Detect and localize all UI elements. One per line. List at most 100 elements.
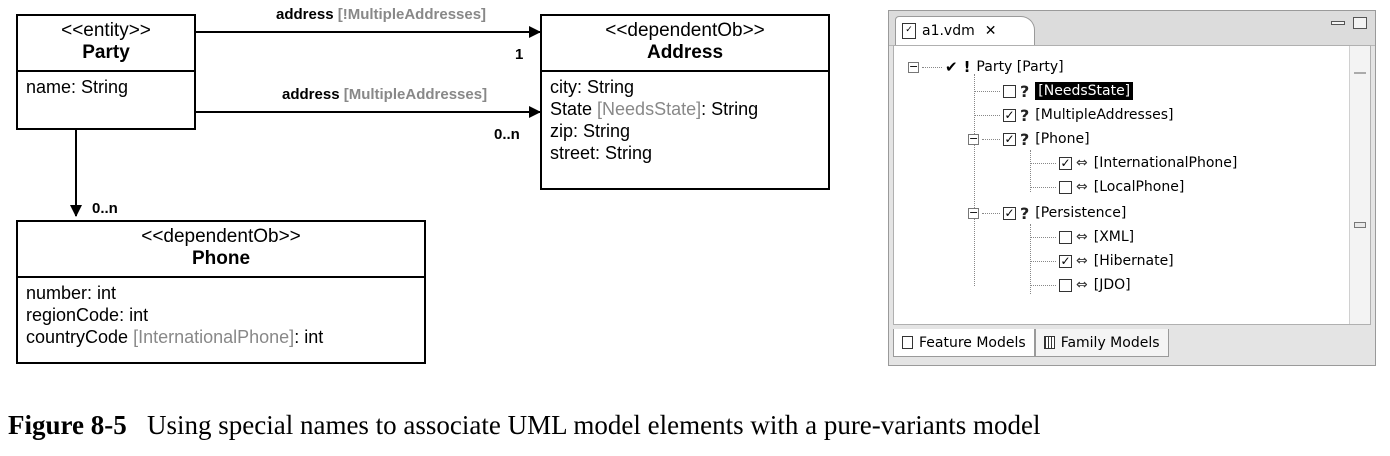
tree-connector: [1030, 186, 1056, 188]
tree-item-label: [Persistence]: [1035, 205, 1127, 221]
question-icon: ?: [1020, 129, 1030, 149]
close-icon[interactable]: ✕: [984, 23, 997, 39]
assoc-role: address: [276, 6, 338, 23]
alternative-icon: ⇔: [1076, 253, 1088, 269]
tree-guide-line: [1030, 224, 1031, 294]
editor-tab-a1-vdm[interactable]: ✓ a1.vdm ✕: [895, 16, 1035, 45]
scrollbar-marker: [1354, 72, 1366, 74]
tree-item-party[interactable]: − ✔ ! Party [Party]: [908, 56, 1064, 78]
tree-item-phone[interactable]: − ✓ ? [Phone]: [968, 128, 1090, 150]
tree-item-xml[interactable]: ⇔ [XML]: [1030, 226, 1134, 248]
tree-item-international-phone[interactable]: ✓ ⇔ [InternationalPhone]: [1030, 152, 1237, 174]
address-class: <<dependentOb>> Address city: String Sta…: [540, 14, 830, 190]
tree-guide-line: [974, 74, 975, 286]
party-class-header: <<entity>> Party: [18, 16, 194, 72]
attr-post: : int: [294, 327, 324, 347]
phone-attribute-region-code: regionCode: int: [26, 305, 149, 325]
tree-connector: [1030, 162, 1056, 164]
checkbox[interactable]: [1059, 278, 1072, 292]
family-model-icon: [1043, 336, 1055, 349]
checkbox-checked[interactable]: ✓: [1003, 131, 1016, 146]
tree-item-label: [XML]: [1093, 229, 1135, 245]
address-class-header: <<dependentOb>> Address: [542, 16, 828, 72]
tab-feature-models[interactable]: Feature Models: [893, 329, 1035, 357]
attr-post: : String: [701, 99, 759, 119]
tree-connector: [974, 90, 1000, 92]
tree-item-label: [Hibernate]: [1093, 253, 1174, 269]
tree-item-label: [LocalPhone]: [1093, 179, 1185, 195]
tree-item-label: Party [Party]: [976, 59, 1064, 75]
tree-item-label: [InternationalPhone]: [1093, 155, 1238, 171]
question-dependency-icon: ?: [1020, 203, 1030, 223]
party-attribute: name: String: [26, 77, 129, 97]
multiplicity-phone: 0..n: [92, 200, 118, 217]
maximize-button[interactable]: [1353, 17, 1367, 29]
tree-connector: [982, 138, 1000, 140]
association-label-multiple-addresses: address [MultipleAddresses]: [282, 86, 487, 103]
tree-item-label: [JDO]: [1093, 277, 1131, 293]
feature-model-icon: [902, 336, 913, 349]
checkbox[interactable]: [1059, 230, 1072, 244]
multiplicity-single: 1: [515, 46, 524, 63]
vdm-file-icon: ✓: [902, 23, 916, 39]
phone-class-header: <<dependentOb>> Phone: [18, 222, 424, 278]
phone-class: <<dependentOb>> Phone number: int region…: [16, 220, 426, 364]
tab-label: Feature Models: [919, 334, 1026, 351]
tree-guide-line: [1030, 150, 1031, 192]
tree-item-jdo[interactable]: ⇔ [JDO]: [1030, 274, 1131, 296]
exclamation-icon: !: [963, 58, 971, 76]
tree-connector: [974, 114, 1000, 116]
tree-item-label: [NeedsState]: [1035, 82, 1134, 100]
phone-attribute-number: number: int: [26, 283, 117, 303]
checkbox[interactable]: [1059, 180, 1072, 194]
attr-pre: countryCode: [26, 327, 134, 347]
tree-item-needs-state[interactable]: ? [NeedsState]: [974, 80, 1134, 102]
feature-tree-panel: − ✔ ! Party [Party] ? [NeedsState] ✓ ? […: [893, 45, 1371, 325]
collapse-icon[interactable]: −: [968, 205, 979, 219]
phone-attributes: number: int regionCode: int countryCode …: [18, 278, 424, 352]
minimize-button[interactable]: [1331, 21, 1345, 25]
tree-item-local-phone[interactable]: ⇔ [LocalPhone]: [1030, 176, 1184, 198]
collapse-icon[interactable]: −: [908, 59, 919, 73]
editor-tab-label: a1.vdm: [922, 23, 975, 39]
figure-caption: Figure 8-5 Using special names to associ…: [8, 410, 1041, 441]
uml-connectors: [70, 26, 541, 217]
vertical-scrollbar[interactable]: [1349, 46, 1370, 324]
window-controls: [1331, 17, 1367, 29]
checkbox-checked[interactable]: ✓: [1059, 155, 1072, 170]
scrollbar-thumb[interactable]: [1354, 222, 1366, 228]
view-titlebar: ✓ a1.vdm ✕: [889, 11, 1375, 46]
tab-family-models[interactable]: Family Models: [1034, 329, 1169, 357]
multiplicity-multiple: 0..n: [494, 126, 520, 143]
question-icon: ?: [1020, 81, 1030, 101]
uml-diagram: <<entity>> Party name: String <<dependen…: [16, 6, 830, 364]
address-attributes: city: String State [NeedsState]: String …: [542, 72, 828, 168]
party-stereotype: <<entity>>: [61, 20, 151, 41]
tree-item-label: [MultipleAddresses]: [1035, 107, 1174, 123]
association-label-single-address: address [!MultipleAddresses]: [276, 6, 486, 23]
tree-item-hibernate[interactable]: ✓ ⇔ [Hibernate]: [1030, 250, 1174, 272]
assoc-condition: [MultipleAddresses]: [343, 86, 488, 103]
checkbox[interactable]: [1003, 84, 1016, 98]
checkbox-checked[interactable]: ✓: [1059, 253, 1072, 268]
tree-item-persistence[interactable]: − ✓ ? [Persistence]: [968, 202, 1126, 224]
tree-connector: [1030, 284, 1056, 286]
party-class: <<entity>> Party name: String: [16, 14, 196, 130]
checkbox-checked[interactable]: ✓: [1003, 205, 1016, 220]
checkbox-checked[interactable]: ✓: [1003, 107, 1016, 122]
collapse-icon[interactable]: −: [968, 131, 979, 145]
attr-variant-condition: [InternationalPhone]: [133, 327, 295, 347]
tab-label: Family Models: [1060, 334, 1160, 351]
party-attributes: name: String: [18, 72, 194, 102]
vdm-editor-view: ✓ a1.vdm ✕ − ✔ ! Party [Party] ? [NeedsS…: [888, 10, 1376, 366]
figure-caption-text: Using special names to associate UML mod…: [146, 410, 1041, 440]
question-icon: ?: [1020, 105, 1030, 125]
check-icon: ✔: [945, 58, 958, 76]
phone-stereotype: <<dependentOb>>: [141, 226, 301, 247]
address-attribute-city: city: String: [550, 77, 635, 97]
caption-gap: [127, 410, 147, 440]
tree-connector: [922, 66, 942, 68]
alternative-icon: ⇔: [1076, 179, 1088, 195]
figure-number: Figure 8-5: [8, 410, 127, 440]
tree-item-multiple-addresses[interactable]: ✓ ? [MultipleAddresses]: [974, 104, 1173, 126]
